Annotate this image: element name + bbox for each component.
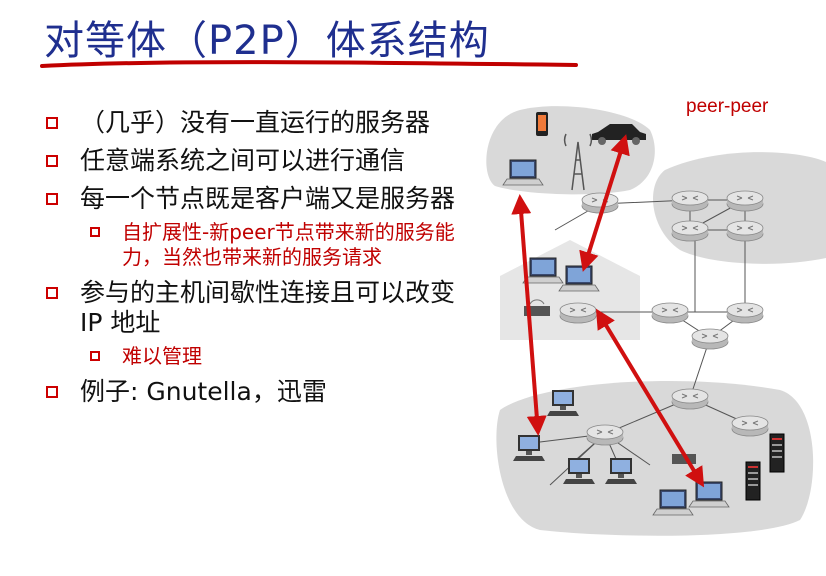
router-icon xyxy=(559,302,597,324)
router-icon xyxy=(581,192,619,214)
bullet-item: （几乎）没有一直运行的服务器 xyxy=(46,108,476,138)
slide-title: 对等体（P2P）体系结构 xyxy=(44,18,490,64)
sub-bullet-item: 难以管理 xyxy=(46,344,476,369)
bullet-list: （几乎）没有一直运行的服务器 任意端系统之间可以进行通信 每一个节点既是客户端又… xyxy=(46,108,476,415)
router-icon xyxy=(671,190,709,212)
router-icon xyxy=(671,220,709,242)
router-icon xyxy=(726,220,764,242)
bullet-marker-icon xyxy=(46,155,58,167)
bullet-marker-icon xyxy=(90,351,100,361)
router-icon xyxy=(671,388,709,410)
sub-bullet-item: 自扩展性-新peer节点带来新的服务能力，当然也带来新的服务请求 xyxy=(46,220,476,270)
bullet-item: 任意端系统之间可以进行通信 xyxy=(46,146,476,176)
router-icon xyxy=(691,328,729,350)
bullet-marker-icon xyxy=(90,227,100,237)
title-underline xyxy=(40,60,578,68)
bullet-marker-icon xyxy=(46,287,58,299)
peer-peer-label: peer-peer xyxy=(686,96,769,117)
router-icon xyxy=(586,424,624,446)
bullet-marker-icon xyxy=(46,117,58,129)
router-icon xyxy=(726,190,764,212)
smartphone-icon xyxy=(536,112,548,136)
bullet-marker-icon xyxy=(46,193,58,205)
bullet-marker-icon xyxy=(46,386,58,398)
bullet-item: 参与的主机间歇性连接且可以改变IP 地址 xyxy=(46,278,476,338)
router-icon xyxy=(726,302,764,324)
server-icon xyxy=(769,433,785,473)
server-icon xyxy=(745,461,761,501)
router-icon xyxy=(731,415,769,437)
peer-connection-arrows xyxy=(511,134,705,488)
router-icon xyxy=(651,302,689,324)
p2p-network-diagram: peer-peer xyxy=(486,96,826,536)
bullet-item: 例子: Gnutella，迅雷 xyxy=(46,377,476,407)
bullet-item: 每一个节点既是客户端又是服务器 xyxy=(46,184,476,214)
